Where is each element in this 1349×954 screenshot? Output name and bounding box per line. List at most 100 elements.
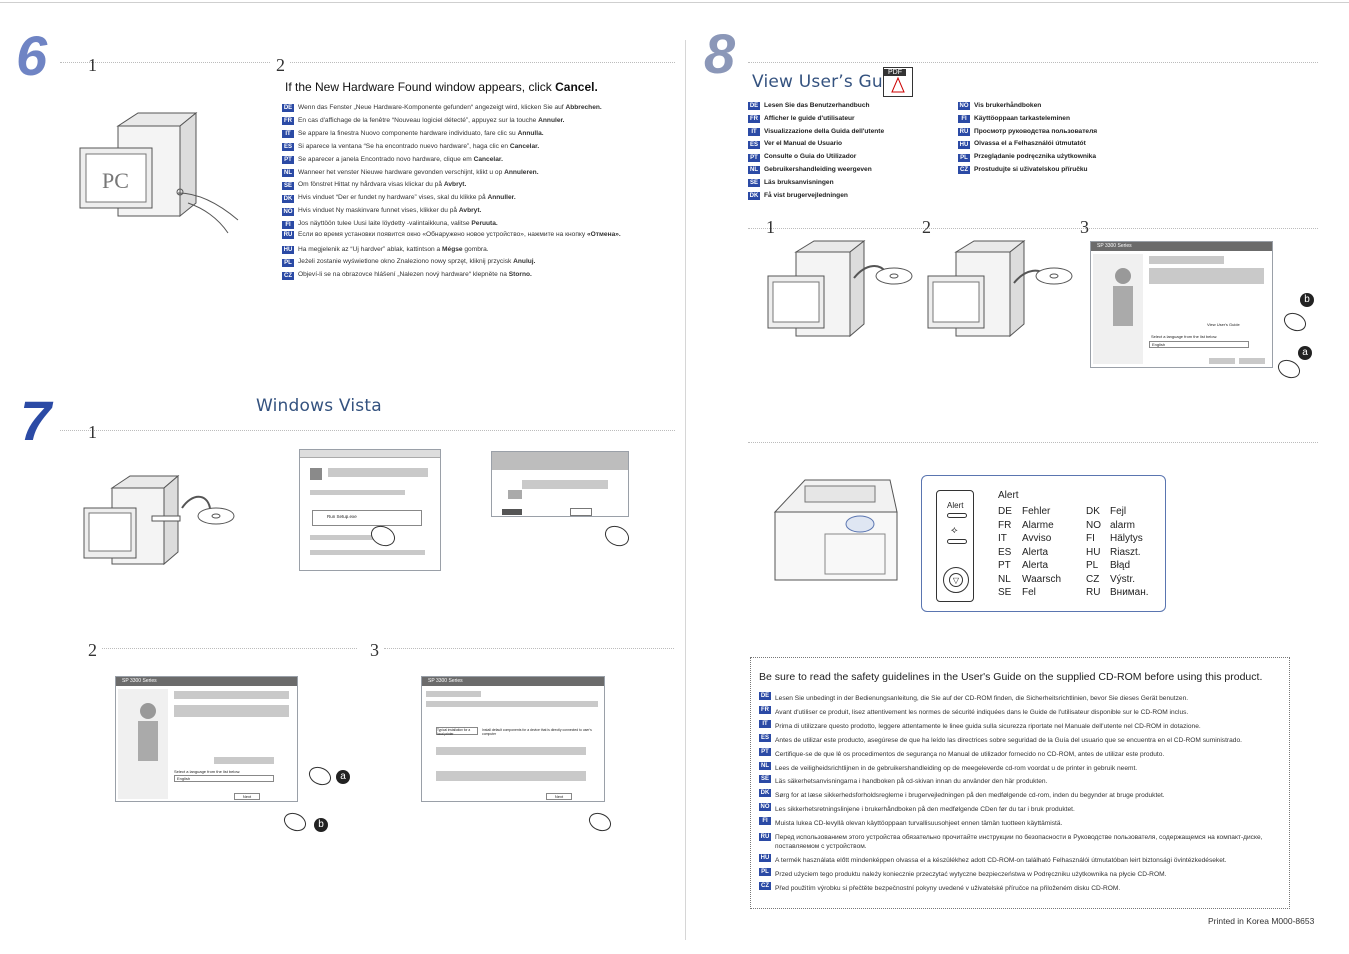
run-setup-option[interactable]: Run Setup.exe bbox=[312, 510, 422, 526]
language-code-badge: HU bbox=[759, 854, 771, 863]
step-1-number: 1 bbox=[766, 217, 775, 237]
view-guide-link[interactable]: View User's Guide bbox=[1207, 322, 1240, 327]
instruction-text: Jos näyttöön tulee Uusi laite löydetty -… bbox=[298, 220, 472, 228]
step-divider bbox=[102, 648, 357, 649]
language-code-badge: SE bbox=[282, 181, 294, 190]
instruction-text: Wanneer het venster Nieuwe hardware gevo… bbox=[298, 168, 505, 176]
language-select[interactable]: English bbox=[174, 775, 274, 782]
next-button[interactable]: Next bbox=[546, 793, 572, 800]
alert-language-code: FI bbox=[1086, 533, 1095, 544]
alert-word: Riaszt. bbox=[1110, 546, 1141, 558]
alert-word: alarm bbox=[1110, 519, 1136, 531]
language-code-badge: CZ bbox=[759, 881, 771, 890]
typical-install-option[interactable]: Typical installation for a local printer bbox=[436, 727, 478, 736]
language-code-badge: SE bbox=[748, 179, 760, 188]
language-text: Objeví-li se na obrazovce hlášení „Nalez… bbox=[298, 269, 532, 282]
safety-text: Sørg for at læse sikkerhedsforholdsregle… bbox=[775, 792, 1165, 800]
language-code-badge: IT bbox=[759, 719, 771, 728]
instruction-bold: Peruuta. bbox=[471, 220, 498, 228]
language-code-badge: PT bbox=[759, 747, 771, 756]
guide-row: SE Läs bruksanvisningen bbox=[748, 177, 948, 190]
cancel-button[interactable]: ▽ bbox=[943, 567, 969, 593]
instruction-bold: Abbrechen. bbox=[565, 104, 602, 111]
instruction-text: Si aparece la ventana “Se ha encontrado … bbox=[298, 142, 510, 150]
mouse-click-icon bbox=[1283, 312, 1307, 332]
instruction-tail: gombra. bbox=[462, 245, 489, 253]
mouse-click-icon bbox=[604, 525, 630, 547]
language-text: Se aparecer a janela Encontrado novo har… bbox=[298, 154, 503, 167]
run-setup-label: Run Setup.exe bbox=[327, 514, 357, 519]
guide-text: Просмотр руководства пользователя bbox=[974, 127, 1098, 135]
alert-heading: Alert bbox=[998, 490, 1019, 501]
allow-button[interactable] bbox=[570, 508, 592, 516]
step-divider bbox=[748, 62, 1318, 63]
language-code-badge: SE bbox=[759, 775, 771, 784]
language-code-badge: ES bbox=[759, 733, 771, 742]
instruction-text: Om fönstret Hittat ny hårdvara visas kli… bbox=[298, 181, 444, 189]
language-text: Если во время установки появится окно «О… bbox=[298, 231, 621, 240]
guide-text: Läs bruksanvisningen bbox=[764, 178, 834, 186]
safety-notice-box: Be sure to read the safety guidelines in… bbox=[750, 657, 1290, 909]
language-text: Wenn das Fenster „Neue Hardware-Komponen… bbox=[298, 102, 602, 115]
language-code-badge: CZ bbox=[282, 271, 294, 280]
alert-language-code: DK bbox=[1086, 506, 1100, 517]
pc-screen-label: PC bbox=[102, 168, 129, 193]
step-1-number: 1 bbox=[88, 422, 97, 442]
language-code-badge: FI bbox=[759, 817, 771, 826]
safety-text: Läs säkerhetsanvisningarna i handboken p… bbox=[775, 778, 1048, 786]
safety-text: Před použitím výrobku si přečtěte bezpeč… bbox=[775, 884, 1121, 892]
language-select[interactable]: English bbox=[1149, 341, 1249, 348]
language-text: En cas d'affichage de la fenêtre “Nouvea… bbox=[298, 115, 565, 128]
language-row: FI Jos näyttöön tulee Uusi laite löydetty… bbox=[282, 218, 672, 231]
language-code-badge: FI bbox=[282, 220, 294, 229]
next-button[interactable]: Next bbox=[234, 793, 260, 800]
instruction-text: Jeżeli zostanie wyświetlone okno Znalezi… bbox=[298, 258, 514, 266]
select-language-label: Select a language from the list below. bbox=[1151, 334, 1218, 339]
stop-icon: ▽ bbox=[949, 573, 963, 587]
uac-dialog bbox=[491, 451, 629, 517]
windows-vista-title: Windows Vista bbox=[256, 396, 382, 416]
alert-word: Błąd bbox=[1110, 560, 1131, 571]
alert-led bbox=[947, 513, 967, 518]
language-text: Se appare la finestra Nuovo componente h… bbox=[298, 128, 544, 141]
language-code-badge: PL bbox=[958, 153, 970, 162]
alert-word: Alerta bbox=[1022, 560, 1049, 571]
language-code-badge: PT bbox=[748, 153, 760, 162]
alert-word: Alarme bbox=[1022, 519, 1054, 531]
network-icon: ⟡ bbox=[951, 525, 958, 536]
language-row: SE Om fönstret Hittat ny hårdvara visas k… bbox=[282, 179, 672, 192]
language-code-badge: PL bbox=[759, 867, 771, 876]
alert-word: Fehler bbox=[1022, 506, 1051, 517]
instruction-text: Se aparecer a janela Encontrado novo har… bbox=[298, 155, 474, 163]
safety-text: Prima di utilizzare questo prodotto, leg… bbox=[775, 722, 1201, 730]
alert-language-code: IT bbox=[998, 533, 1007, 544]
step-2-number: 2 bbox=[88, 640, 97, 660]
instruction-bold: Annuleren. bbox=[504, 168, 539, 176]
pc-cd-illustration bbox=[927, 239, 1073, 338]
alert-word: Waarsch bbox=[1022, 573, 1062, 585]
heading-text: If the New Hardware Found window appears… bbox=[285, 80, 556, 94]
alert-word: Fel bbox=[1022, 587, 1036, 598]
language-code-badge: HU bbox=[958, 140, 970, 149]
